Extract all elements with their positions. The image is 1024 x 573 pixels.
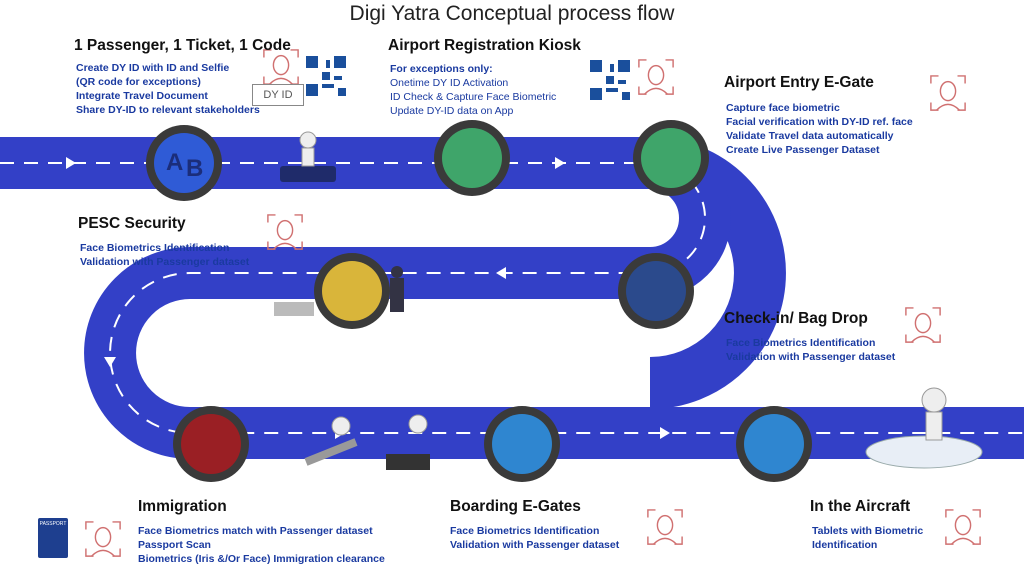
node-boarding bbox=[484, 406, 560, 482]
step-title-checkin: Check-in/ Bag Drop bbox=[724, 310, 868, 327]
kiosk-icon bbox=[442, 128, 502, 188]
node-immigration bbox=[173, 406, 249, 482]
airplane-icon bbox=[865, 387, 983, 469]
face-scan-icon bbox=[85, 521, 121, 557]
ab-badge-icon: A B bbox=[154, 133, 214, 193]
lounge-figure-icon bbox=[304, 416, 358, 466]
step-title-boarding: Boarding E-Gates bbox=[450, 498, 581, 515]
node-kiosk bbox=[434, 120, 510, 196]
step-lines-passenger: Create DY ID with ID and Selfie(QR code … bbox=[76, 62, 260, 116]
diagram-title: Digi Yatra Conceptual process flow bbox=[349, 2, 675, 25]
node-aircraft bbox=[736, 406, 812, 482]
node-entry-gate bbox=[633, 120, 709, 196]
node-checkin bbox=[618, 253, 694, 329]
step-title-aircraft: In the Aircraft bbox=[810, 498, 911, 515]
conveyor-icon bbox=[274, 302, 314, 316]
boarding-figure-icon bbox=[492, 414, 552, 474]
arrow-icon bbox=[66, 157, 76, 169]
step-lines-immigration: Face Biometrics match with Passenger dat… bbox=[138, 525, 385, 565]
face-scan-icon bbox=[945, 509, 981, 545]
step-title-passenger: 1 Passenger, 1 Ticket, 1 Code bbox=[74, 37, 291, 54]
face-scan-icon bbox=[905, 307, 941, 343]
step-lines-kiosk: For exceptions only:Onetime DY ID Activa… bbox=[390, 63, 557, 117]
step-title-kiosk: Airport Registration Kiosk bbox=[388, 37, 581, 54]
dy-id-badge: DY ID bbox=[252, 84, 304, 106]
security-scanner-icon bbox=[322, 261, 382, 321]
face-scan-icon bbox=[267, 214, 303, 250]
security-officer-icon bbox=[390, 266, 404, 312]
node-pesc bbox=[314, 253, 390, 329]
bag-drop-icon bbox=[626, 261, 686, 321]
arrow-icon bbox=[496, 267, 506, 279]
arrow-icon bbox=[660, 427, 670, 439]
egate-icon bbox=[641, 128, 701, 188]
passport-icon: PASSPORT bbox=[38, 518, 68, 558]
node-passenger: A B bbox=[146, 125, 222, 201]
face-scan-icon bbox=[930, 75, 966, 111]
arrow-icon bbox=[555, 157, 565, 169]
road-center-line bbox=[0, 162, 1024, 434]
step-title-entry: Airport Entry E-Gate bbox=[724, 74, 874, 91]
face-scan-icon bbox=[647, 509, 683, 545]
passport-icon bbox=[181, 414, 241, 474]
step-title-pesc: PESC Security bbox=[78, 215, 186, 232]
arrow-icon bbox=[104, 357, 116, 367]
step-title-immigration: Immigration bbox=[138, 498, 227, 515]
chef-figure-icon bbox=[386, 414, 430, 470]
aircraft-seat-icon bbox=[744, 414, 804, 474]
qr-code-icon bbox=[306, 56, 346, 96]
face-scan-icon bbox=[263, 49, 299, 85]
face-scan-icon bbox=[638, 59, 674, 95]
passenger-figure-icon bbox=[280, 131, 336, 182]
qr-code-icon bbox=[590, 60, 630, 100]
